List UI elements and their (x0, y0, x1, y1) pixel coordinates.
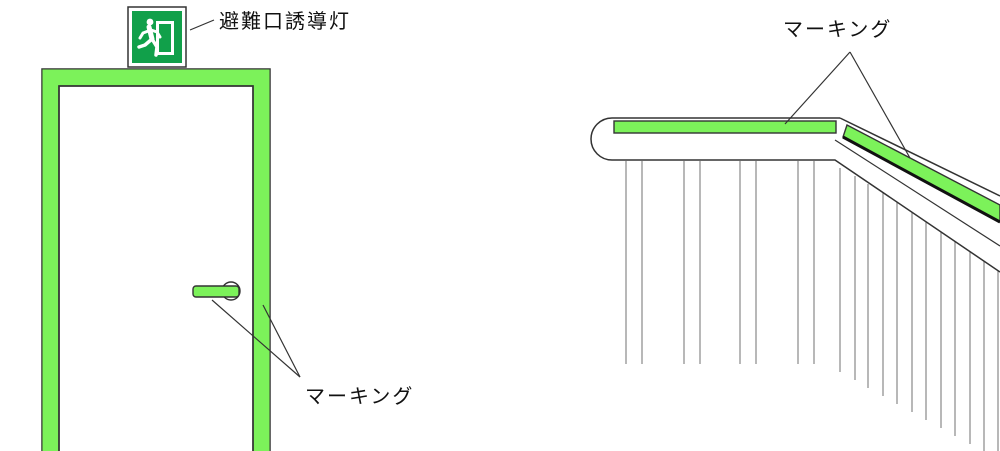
door-frame-marking (42, 69, 270, 451)
door-handle (192, 281, 241, 301)
handrail-balusters (625, 161, 999, 451)
exit-sign-label: 避難口誘導灯 (219, 9, 351, 33)
handrail-marking-flat (613, 120, 837, 134)
door-panel (60, 87, 252, 451)
exit-sign (127, 6, 215, 68)
handrail-marking-label: マーキング (783, 17, 893, 41)
door-handle-marking (192, 285, 240, 298)
handrail-leader-line-flat (784, 51, 851, 125)
handrail-leader-line-incline (849, 51, 911, 159)
handrail-body (591, 118, 1000, 272)
handrail (590, 51, 1000, 451)
handrail-marking-incline (842, 123, 1000, 223)
door-leader-line-frame (262, 304, 301, 378)
door-leader-line-handle (211, 299, 301, 378)
door-marking-label: マーキング (305, 384, 415, 408)
exit-sign-leader-line (189, 19, 215, 31)
running-man-exit-icon (137, 18, 162, 57)
door (41, 68, 301, 451)
